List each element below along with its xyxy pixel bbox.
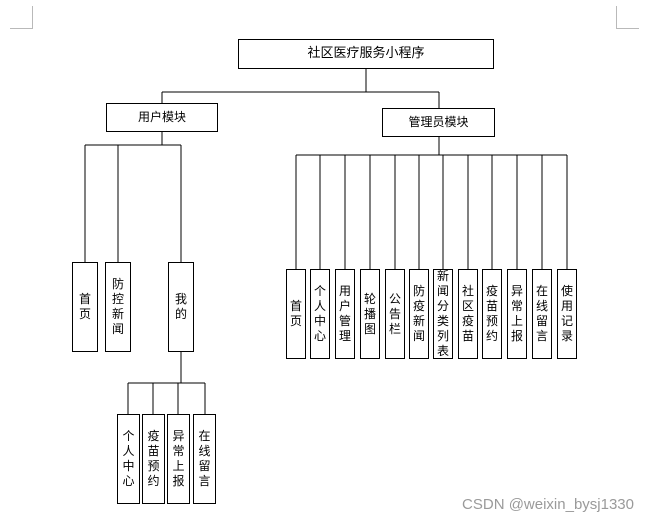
user-item-mine: 我的: [168, 262, 194, 352]
admin-item-home: 首页: [286, 269, 306, 359]
user-module-node: 用户模块: [106, 103, 218, 132]
admin-item-epidemic-news: 防疫新闻: [409, 269, 429, 359]
admin-item-personal-center: 个人中心: [310, 269, 330, 359]
admin-module-node: 管理员模块: [382, 108, 495, 137]
mine-item-personal-center: 个人中心: [117, 414, 140, 504]
admin-item-community-vaccine: 社区疫苗: [458, 269, 478, 359]
page-corner-mark-left: [10, 6, 33, 29]
mine-item-online-message: 在线留言: [193, 414, 216, 504]
admin-item-vaccine-appointment: 疫苗预约: [482, 269, 502, 359]
page-corner-mark-right: [616, 6, 639, 29]
admin-item-carousel: 轮播图: [360, 269, 380, 359]
csdn-watermark: CSDN @weixin_bysj1330: [462, 496, 634, 513]
admin-item-exception-report: 异常上报: [507, 269, 527, 359]
admin-item-usage-record: 使用记录: [557, 269, 577, 359]
admin-item-news-category-list: 新闻分类列表: [433, 269, 453, 359]
admin-item-bulletin: 公告栏: [385, 269, 405, 359]
user-item-news: 防控新闻: [105, 262, 131, 352]
admin-item-online-message: 在线留言: [532, 269, 552, 359]
user-item-home: 首页: [72, 262, 98, 352]
root-node: 社区医疗服务小程序: [238, 39, 494, 69]
mine-item-exception-report: 异常上报: [167, 414, 190, 504]
mine-item-vaccine-appointment: 疫苗预约: [142, 414, 165, 504]
admin-item-user-management: 用户管理: [335, 269, 355, 359]
